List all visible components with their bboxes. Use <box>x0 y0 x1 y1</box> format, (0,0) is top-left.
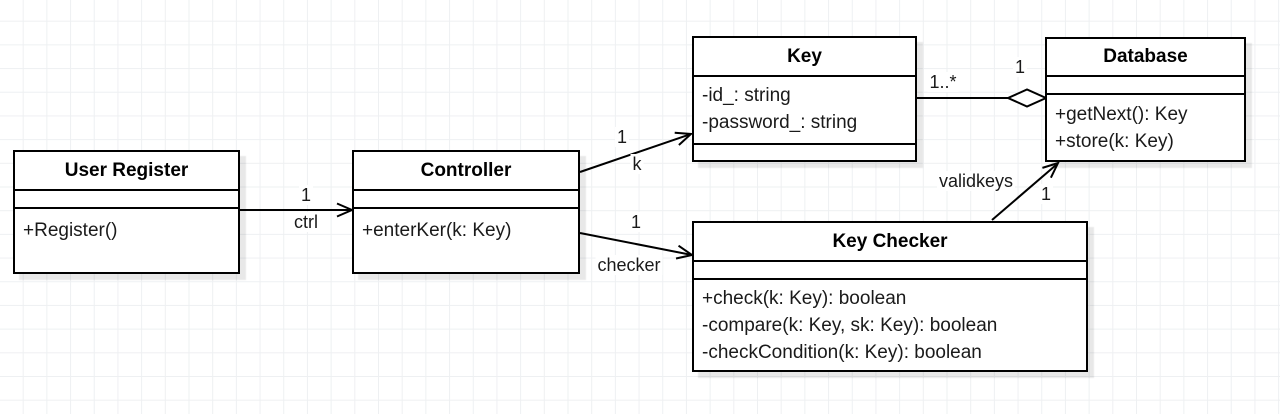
attributes-section <box>354 191 578 209</box>
method-line: +Register() <box>23 220 118 241</box>
methods-section: +check(k: Key): boolean -compare(k: Key,… <box>694 280 1086 370</box>
attribute-line: -id_: string <box>702 85 791 106</box>
class-box-database[interactable]: Database +getNext(): Key +store(k: Key) <box>1045 37 1246 162</box>
method-line: -checkCondition(k: Key): boolean <box>702 342 982 363</box>
class-box-controller[interactable]: Controller +enterKer(k: Key) <box>352 150 580 274</box>
edge-k-association[interactable] <box>579 128 694 173</box>
attributes-section <box>694 262 1086 280</box>
methods-section: +Register() <box>15 209 238 272</box>
class-title: Controller <box>354 152 578 191</box>
edge-key-database-aggregation[interactable] <box>917 88 1049 108</box>
class-box-user-register[interactable]: User Register +Register() <box>13 150 240 274</box>
attributes-section: -id_: string -password_: string <box>694 77 915 145</box>
class-title: Database <box>1047 39 1244 77</box>
methods-section <box>694 145 915 160</box>
methods-section: +getNext(): Key +store(k: Key) <box>1047 95 1244 160</box>
method-line: +getNext(): Key <box>1055 104 1188 125</box>
method-line: +store(k: Key) <box>1055 131 1174 152</box>
class-box-key-checker[interactable]: Key Checker +check(k: Key): boolean -com… <box>692 221 1088 372</box>
class-title: Key <box>694 38 915 77</box>
aggregation-diamond-icon <box>1005 88 1049 108</box>
edge-label-key-database-target-multiplicity[interactable]: 1 <box>1012 57 1028 77</box>
edge-label-ctrl-name[interactable]: ctrl <box>292 212 320 232</box>
attribute-line: -password_: string <box>702 112 858 133</box>
edge-label-checker-multiplicity[interactable]: 1 <box>628 212 644 232</box>
edge-label-checker-name[interactable]: checker <box>595 255 663 275</box>
method-line: -compare(k: Key, sk: Key): boolean <box>702 315 998 336</box>
attributes-section <box>15 191 238 209</box>
method-line: +enterKer(k: Key) <box>362 220 512 241</box>
class-box-key[interactable]: Key -id_: string -password_: string <box>692 36 917 162</box>
edge-label-k-multiplicity[interactable]: 1 <box>614 127 630 147</box>
edge-label-key-database-source-multiplicity[interactable]: 1..* <box>927 72 959 92</box>
edge-validkeys-association[interactable] <box>991 158 1062 221</box>
edge-label-ctrl-multiplicity[interactable]: 1 <box>298 185 314 205</box>
edge-label-validkeys-name[interactable]: validkeys <box>936 171 1016 191</box>
class-title: User Register <box>15 152 238 191</box>
edge-label-validkeys-multiplicity[interactable]: 1 <box>1038 184 1054 204</box>
attributes-section <box>1047 77 1244 95</box>
method-line: +check(k: Key): boolean <box>702 288 907 309</box>
methods-section: +enterKer(k: Key) <box>354 209 578 272</box>
edge-label-k-name[interactable]: k <box>630 154 644 174</box>
class-title: Key Checker <box>694 223 1086 262</box>
